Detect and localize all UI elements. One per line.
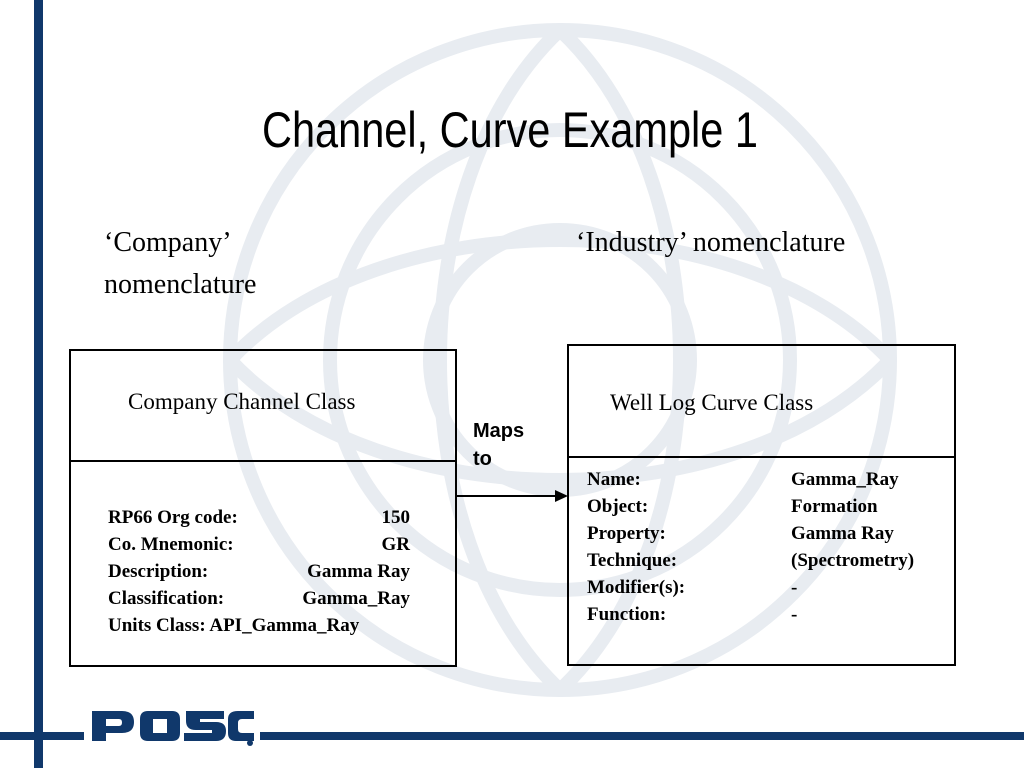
row-value: Gamma Ray bbox=[791, 523, 894, 544]
row-key: Property: bbox=[587, 523, 666, 544]
row-key: Object: bbox=[587, 496, 649, 517]
curve-row-property: Property: Gamma Ray bbox=[587, 520, 947, 547]
company-heading-line2: nomenclature bbox=[104, 269, 257, 300]
row-key: Function: bbox=[587, 604, 667, 625]
curve-row-technique: Technique: (Spectrometry) bbox=[587, 547, 947, 574]
company-attribute-list: RP66 Org code: 150 Co. Mnemonic: GR Desc… bbox=[108, 504, 410, 639]
company-nomenclature-heading: ‘Company’ nomenclature bbox=[104, 222, 256, 306]
company-box-title: Company Channel Class bbox=[128, 389, 356, 414]
row-key: Description: bbox=[108, 561, 209, 582]
row-key: Modifier(s): bbox=[587, 577, 686, 598]
row-value: - bbox=[791, 604, 798, 625]
row-key: Units Class: API_Gamma_Ray bbox=[108, 615, 360, 636]
left-accent-bar bbox=[34, 0, 43, 768]
row-value: 150 bbox=[381, 507, 411, 528]
company-row-classification: Classification: Gamma_Ray bbox=[108, 585, 410, 612]
curve-attribute-list: Name: Gamma_Ray Object: Formation Proper… bbox=[587, 466, 947, 628]
row-key: Co. Mnemonic: bbox=[108, 534, 234, 555]
company-channel-class-box: Company Channel Class RP66 Org code: 150… bbox=[69, 349, 457, 667]
row-value: (Spectrometry) bbox=[791, 550, 915, 571]
curve-box-divider bbox=[569, 456, 954, 458]
company-row-mnemonic: Co. Mnemonic: GR bbox=[108, 531, 410, 558]
slide-title: Channel, Curve Example 1 bbox=[262, 102, 758, 158]
maps-to-arrow bbox=[457, 490, 568, 502]
row-value: - bbox=[791, 577, 798, 598]
curve-row-object: Object: Formation bbox=[587, 493, 947, 520]
curve-row-modifiers: Modifier(s): - bbox=[587, 574, 947, 601]
company-heading-line1: ‘Company’ bbox=[104, 227, 232, 258]
row-key: Classification: bbox=[108, 588, 225, 609]
curve-row-function: Function: - bbox=[587, 601, 947, 628]
maps-label-line1: Maps bbox=[473, 420, 525, 442]
row-key: RP66 Org code: bbox=[108, 507, 238, 528]
well-log-curve-class-box: Well Log Curve Class Name: Gamma_Ray Obj… bbox=[567, 344, 956, 666]
company-row-org-code: RP66 Org code: 150 bbox=[108, 504, 410, 531]
curve-box-title: Well Log Curve Class bbox=[610, 390, 814, 415]
posc-logo bbox=[92, 711, 254, 746]
curve-row-name: Name: Gamma_Ray bbox=[587, 466, 947, 493]
company-box-divider bbox=[71, 460, 455, 462]
row-key: Technique: bbox=[587, 550, 678, 571]
row-value: Formation bbox=[791, 496, 878, 517]
row-value: Gamma_Ray bbox=[302, 588, 410, 609]
maps-label-line2: to bbox=[473, 448, 492, 470]
company-row-description: Description: Gamma Ray bbox=[108, 558, 410, 585]
maps-to-label: Maps to bbox=[473, 417, 524, 473]
company-row-units-class: Units Class: API_Gamma_Ray bbox=[108, 612, 410, 639]
industry-nomenclature-heading: ‘Industry’ nomenclature bbox=[576, 227, 846, 258]
row-value: Gamma Ray bbox=[307, 561, 410, 582]
row-value: GR bbox=[381, 534, 411, 555]
bottom-accent-bar bbox=[0, 732, 1024, 740]
row-value: Gamma_Ray bbox=[791, 469, 899, 490]
row-key: Name: bbox=[587, 469, 641, 490]
